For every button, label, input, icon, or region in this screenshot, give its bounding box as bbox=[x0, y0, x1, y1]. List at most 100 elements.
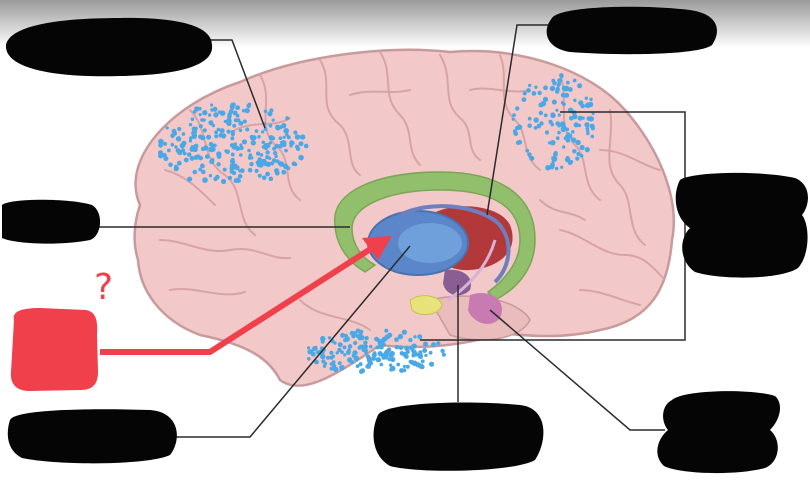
dot-cluster-1-dot bbox=[298, 154, 304, 161]
dot-cluster-3-dot bbox=[365, 354, 371, 360]
dot-cluster-2-dot bbox=[555, 108, 559, 112]
dot-cluster-3-dot bbox=[413, 335, 417, 339]
dot-cluster-2-dot bbox=[584, 147, 590, 153]
dot-cluster-2-dot bbox=[550, 140, 556, 146]
dot-cluster-3-dot bbox=[431, 342, 436, 348]
dot-cluster-2-dot bbox=[521, 97, 527, 102]
dot-cluster-2-dot bbox=[527, 116, 532, 121]
dot-cluster-2-dot bbox=[572, 78, 577, 83]
dot-cluster-3-dot bbox=[331, 354, 336, 358]
dot-cluster-3-dot bbox=[340, 350, 344, 354]
dot-cluster-2-dot bbox=[550, 112, 555, 117]
dot-cluster-1-dot bbox=[230, 130, 235, 134]
dot-cluster-3-dot bbox=[358, 362, 363, 367]
dot-cluster-1-dot bbox=[214, 130, 219, 135]
dot-cluster-3-dot bbox=[320, 346, 324, 350]
dot-cluster-1-dot bbox=[233, 163, 238, 168]
dot-cluster-1-dot bbox=[257, 135, 261, 139]
dot-cluster-1-dot bbox=[245, 127, 250, 132]
dot-cluster-1-dot bbox=[259, 153, 264, 157]
dot-cluster-2-dot bbox=[590, 126, 595, 131]
leader-lines bbox=[95, 24, 686, 438]
dot-cluster-3-dot bbox=[379, 362, 384, 367]
dot-cluster-2-dot bbox=[580, 103, 585, 109]
dot-cluster-1-dot bbox=[294, 134, 301, 140]
dot-cluster-2-dot bbox=[527, 123, 532, 128]
question-mark: ? bbox=[94, 267, 114, 308]
dot-cluster-1-dot bbox=[181, 148, 186, 153]
dot-cluster-2-dot bbox=[545, 165, 551, 171]
dot-cluster-1-dot bbox=[198, 124, 203, 129]
dot-cluster-1-dot bbox=[293, 130, 298, 135]
dot-cluster-2-dot bbox=[552, 80, 557, 86]
dot-cluster-3-dot bbox=[353, 355, 360, 362]
leader-bottom-left bbox=[175, 245, 411, 438]
dot-cluster-2-dot bbox=[512, 113, 516, 117]
amygdala bbox=[409, 295, 443, 316]
dot-cluster-1-dot bbox=[190, 145, 195, 149]
dot-cluster-3-dot bbox=[436, 341, 441, 346]
dot-cluster-1-dot bbox=[193, 133, 198, 138]
dot-cluster-1-dot bbox=[274, 170, 280, 176]
dot-cluster-1-dot bbox=[198, 113, 202, 117]
dot-cluster-1-dot bbox=[174, 145, 178, 149]
dot-cluster-3-dot bbox=[329, 362, 334, 366]
dot-cluster-1-dot bbox=[202, 128, 207, 133]
dot-cluster-1-dot bbox=[200, 118, 204, 122]
dot-cluster-3-dot bbox=[359, 369, 364, 374]
dot-cluster-2-dot bbox=[577, 83, 583, 89]
dot-cluster-2-dot bbox=[526, 88, 531, 93]
dot-cluster-1-dot bbox=[181, 140, 187, 146]
dot-cluster-1-dot bbox=[176, 160, 182, 166]
dot-cluster-2-dot bbox=[586, 128, 590, 133]
dot-cluster-2-dot bbox=[575, 156, 580, 161]
dot-cluster-3-dot bbox=[411, 353, 416, 358]
redaction-bottom-left bbox=[7, 409, 177, 464]
dot-cluster-1-dot bbox=[162, 152, 167, 157]
dot-cluster-3-dot bbox=[390, 357, 396, 363]
dot-cluster-1-dot bbox=[255, 151, 261, 156]
dot-cluster-2-dot bbox=[590, 134, 595, 139]
dot-cluster-3-dot bbox=[358, 332, 363, 337]
dot-cluster-2-dot bbox=[537, 90, 542, 96]
dot-cluster-1-dot bbox=[211, 144, 215, 148]
dot-cluster-2-dot bbox=[581, 116, 585, 120]
dot-cluster-1-dot bbox=[158, 138, 164, 145]
dot-cluster-3-dot bbox=[343, 353, 347, 357]
dot-cluster-1-dot bbox=[200, 135, 206, 141]
dot-cluster-3-dot bbox=[315, 350, 320, 355]
dot-cluster-1-dot bbox=[202, 177, 208, 183]
dot-cluster-1-dot bbox=[274, 154, 278, 159]
dot-cluster-1-dot bbox=[232, 123, 237, 128]
dot-cluster-3-dot bbox=[307, 346, 311, 350]
dot-cluster-2-dot bbox=[575, 139, 581, 146]
dot-cluster-2-dot bbox=[576, 152, 581, 156]
dot-cluster-1-dot bbox=[187, 176, 193, 182]
dot-cluster-1-dot bbox=[206, 134, 212, 140]
dot-cluster-1-dot bbox=[241, 108, 246, 113]
dot-cluster-1-dot bbox=[239, 145, 244, 151]
dot-cluster-1-dot bbox=[265, 150, 270, 155]
dot-cluster-1-dot bbox=[247, 167, 253, 173]
dot-cluster-3-dot bbox=[397, 333, 404, 340]
pituitary bbox=[468, 292, 502, 324]
dot-cluster-1-dot bbox=[198, 155, 203, 161]
dot-cluster-1-dot bbox=[254, 168, 259, 173]
dot-cluster-1-dot bbox=[227, 112, 232, 117]
dot-cluster-1-dot bbox=[229, 143, 234, 148]
dot-cluster-3-dot bbox=[320, 335, 326, 342]
dot-cluster-1-dot bbox=[263, 127, 268, 131]
dot-cluster-2-dot bbox=[573, 122, 579, 128]
dot-cluster-3-dot bbox=[371, 356, 376, 361]
dot-cluster-1-dot bbox=[282, 135, 286, 139]
dot-cluster-1-dot bbox=[255, 160, 261, 166]
dot-cluster-1-dot bbox=[188, 139, 193, 143]
dot-cluster-3-dot bbox=[335, 351, 339, 355]
dot-cluster-1-dot bbox=[275, 124, 280, 129]
dot-cluster-1-dot bbox=[257, 173, 262, 178]
dot-cluster-2-dot bbox=[565, 156, 570, 160]
dot-cluster-1-dot bbox=[273, 150, 278, 156]
dot-cluster-1-dot bbox=[221, 178, 227, 185]
dot-cluster-2-dot bbox=[549, 164, 555, 170]
dot-cluster-1-dot bbox=[226, 117, 232, 124]
